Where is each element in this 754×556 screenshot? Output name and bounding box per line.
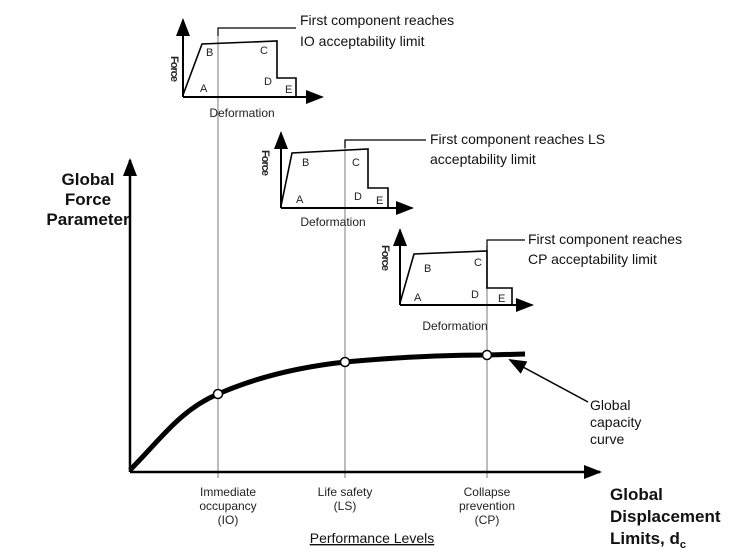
x-label-3-text: Limits, d — [610, 529, 680, 548]
inset-backbone-curve — [399, 250, 513, 305]
io-label-1: Immediate — [200, 485, 256, 499]
point-a: A — [414, 292, 422, 304]
io-callout-1: First component reaches — [300, 12, 454, 28]
cp-point — [481, 349, 493, 361]
point-c: C — [352, 157, 360, 169]
cp-label-2: prevention — [459, 499, 515, 513]
cp-callout-2: CP acceptability limit — [528, 251, 657, 267]
point-c: C — [260, 45, 268, 57]
point-d: D — [264, 76, 272, 88]
point-b: B — [302, 157, 309, 169]
point-e: E — [285, 84, 292, 96]
io-callout-2: IO acceptability limit — [300, 33, 425, 49]
io-point — [212, 388, 224, 400]
point-a: A — [200, 83, 208, 95]
point-e: E — [376, 195, 383, 207]
force-label: Force — [168, 56, 180, 82]
point-d: D — [354, 191, 362, 203]
ls-point — [339, 356, 351, 368]
io-label-2: occupancy — [199, 499, 256, 513]
force-label: Force — [379, 245, 391, 271]
point-a: A — [296, 194, 304, 206]
x-label-3: Limits, dc — [610, 529, 686, 551]
x-label-2: Displacement — [610, 507, 721, 526]
force-label: Force — [259, 150, 271, 176]
cp-callout-1: First component reaches — [528, 231, 682, 247]
ls-callout-1: First component reaches LS — [430, 131, 605, 147]
io-callout-line — [217, 27, 296, 36]
x-label-subscript: c — [680, 539, 686, 551]
ls-callout-line — [344, 139, 426, 148]
capacity-curve — [128, 351, 526, 472]
capacity-label-2: capacity — [590, 414, 641, 430]
deformation-label: Deformation — [209, 106, 274, 120]
ls-label-1: Life safety — [318, 485, 373, 499]
y-label-3: Parameter — [46, 210, 130, 229]
y-label-2: Force — [65, 190, 111, 209]
point-d: D — [471, 289, 479, 301]
ls-callout-2: acceptability limit — [430, 151, 536, 167]
deformation-label: Deformation — [422, 319, 487, 333]
inset-cp: B C A D E Force Deformation First compon… — [379, 228, 682, 333]
y-label-1: Global — [62, 170, 115, 189]
cp-callout-line — [486, 239, 525, 251]
cp-label-1: Collapse — [464, 485, 511, 499]
inset-backbone-curve — [182, 40, 297, 97]
ls-label-2: (LS) — [334, 499, 357, 513]
point-b: B — [206, 47, 213, 59]
point-b: B — [424, 263, 431, 275]
x-label-1: Global — [610, 485, 663, 504]
level-guide-lines — [217, 36, 488, 478]
cp-label-3: (CP) — [475, 513, 500, 527]
io-label-3: (IO) — [218, 513, 239, 527]
capacity-curve-arrow — [508, 359, 589, 403]
inset-backbone-curve — [280, 148, 389, 208]
deformation-label: Deformation — [300, 215, 365, 229]
capacity-label-1: Global — [590, 397, 630, 413]
inset-io: B C A D E Force Deformation First compon… — [168, 12, 454, 120]
performance-levels-title: Performance Levels — [310, 530, 435, 546]
inset-ls: B C A D E Force Deformation First compon… — [259, 131, 605, 229]
point-c: C — [474, 257, 482, 269]
capacity-label-3: curve — [590, 431, 624, 447]
point-e: E — [498, 293, 505, 305]
